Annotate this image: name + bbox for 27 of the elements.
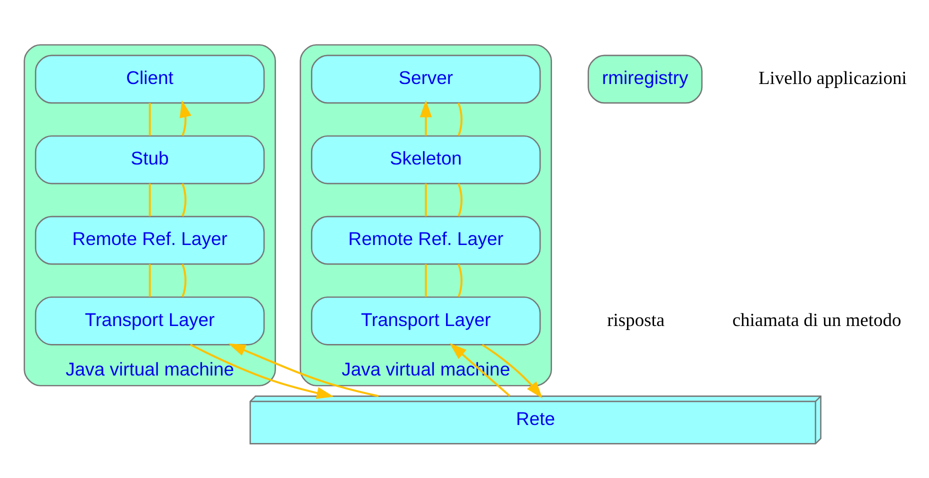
arrow [228, 344, 379, 398]
connector [148, 264, 151, 297]
node-box: Client [34, 54, 265, 104]
node-box: rmiregistry [588, 54, 703, 104]
connector [148, 103, 151, 136]
connector [458, 183, 462, 217]
label: Livello applicazioni [758, 68, 907, 88]
node-box: Remote Ref. Layer [310, 216, 541, 265]
node-box: Remote Ref. Layer [34, 216, 265, 265]
arrow [482, 344, 543, 398]
node-box: Skeleton [310, 135, 541, 184]
connector [458, 264, 462, 298]
node-box: Stub [34, 135, 265, 184]
connector [424, 264, 427, 297]
arrow [180, 100, 192, 136]
connector [424, 184, 427, 216]
label: risposta [607, 310, 665, 330]
label: chiamata di un metodo [732, 310, 902, 330]
arrow [190, 344, 334, 399]
connector [148, 184, 151, 216]
connector [182, 264, 186, 298]
node-box: Server [310, 54, 541, 104]
arrow [420, 100, 432, 136]
node-box: Transport Layer [34, 296, 265, 346]
node-box: Transport Layer [310, 296, 541, 346]
connector [458, 102, 462, 136]
connector [182, 183, 186, 217]
